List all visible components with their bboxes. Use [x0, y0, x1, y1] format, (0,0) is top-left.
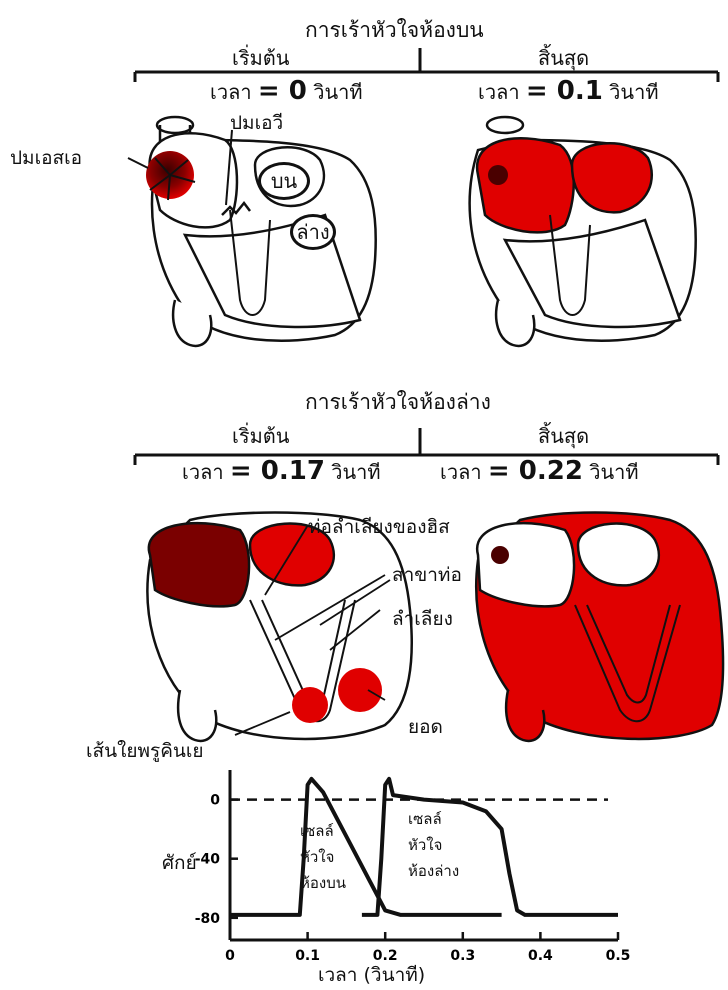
y-tick-label: 0 [210, 793, 220, 809]
atrial-cell-label-line: หัวใจ [300, 844, 346, 870]
ventricular-cell-label-line: ห้องล่าง [408, 858, 459, 884]
y-tick-label: -40 [195, 852, 221, 868]
ventricular-cell-label-line: หัวใจ [408, 832, 459, 858]
x-axis-label: เวลา (วินาที) [318, 960, 425, 990]
atrial-cell-label-line: เซลล์ [300, 818, 346, 844]
atrial-cell-label: เซลล์ หัวใจ ห้องบน [300, 818, 346, 896]
x-tick-label: 0.5 [606, 948, 631, 964]
y-tick-label: -80 [195, 911, 221, 927]
x-tick-label: 0.1 [295, 948, 320, 964]
x-tick-label: 0 [225, 948, 235, 964]
x-tick-label: 0.4 [528, 948, 553, 964]
y-axis-label: ศักย์ [162, 848, 197, 878]
ventricular-cell-label: เซลล์ หัวใจ ห้องล่าง [408, 806, 459, 884]
ventricular-cell-label-line: เซลล์ [408, 806, 459, 832]
x-tick-label: 0.3 [450, 948, 475, 964]
atrial-cell-label-line: ห้องบน [300, 870, 346, 896]
